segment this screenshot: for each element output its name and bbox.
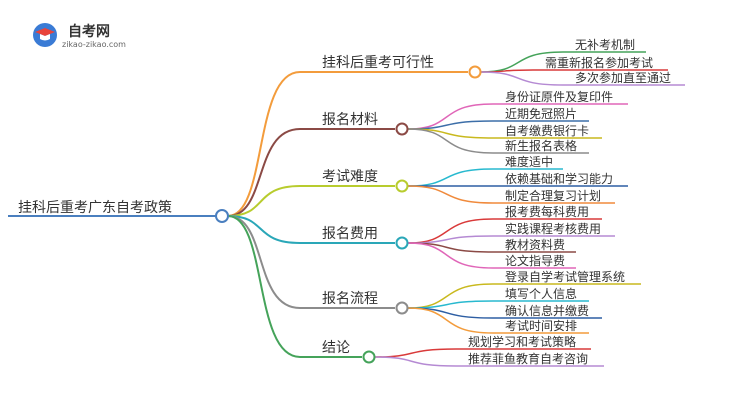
child-connector <box>407 128 494 154</box>
child-label: 制定合理复习计划 <box>505 188 601 203</box>
child-connector <box>480 71 564 86</box>
branch-node-circle <box>395 236 409 250</box>
child-label: 身份证原件及复印件 <box>505 89 613 104</box>
branch-label-5: 报名流程 <box>322 291 378 307</box>
logo-name: 自考网 <box>68 24 110 40</box>
logo-url: zikao-zikao.com <box>62 40 126 49</box>
root-node-circle <box>215 209 229 223</box>
branch-node-circle <box>395 179 409 193</box>
branch-connector <box>227 71 301 217</box>
branch-connector <box>227 215 301 244</box>
branch-node-circle <box>468 65 482 79</box>
branch-connector <box>227 128 301 217</box>
child-label: 考试时间安排 <box>505 318 577 333</box>
branch-connector <box>227 215 301 358</box>
child-connector <box>407 103 494 130</box>
child-label: 报考费每科费用 <box>505 204 589 219</box>
child-label: 论文指导费 <box>505 253 565 268</box>
graduation-cap-logo-icon <box>33 23 57 47</box>
child-connector <box>407 168 494 187</box>
child-label: 新生报名表格 <box>505 138 577 153</box>
branch-connector <box>227 215 301 309</box>
child-label: 教材资料费 <box>505 237 565 252</box>
branch-node-circle <box>395 122 409 136</box>
child-label: 依赖基础和学习能力 <box>505 171 613 186</box>
child-label: 确认信息并缴费 <box>505 303 589 318</box>
child-label: 实践课程考核费用 <box>505 221 601 236</box>
child-label: 难度适中 <box>505 154 553 169</box>
branch-label-1: 挂科后重考可行性 <box>322 55 434 71</box>
branch-connector <box>227 185 301 217</box>
child-connector <box>374 356 457 367</box>
child-label: 填写个人信息 <box>505 286 577 301</box>
child-connector <box>407 307 494 334</box>
child-connector <box>407 242 494 269</box>
branch-label-6: 结论 <box>322 340 350 356</box>
branch-label-4: 报名费用 <box>322 226 378 242</box>
child-label: 自考缴费银行卡 <box>505 123 589 138</box>
child-label: 需重新报名参加考试 <box>545 55 653 70</box>
child-label: 近期免冠照片 <box>505 106 577 121</box>
child-label: 推荐菲鱼教育自考咨询 <box>468 351 588 366</box>
site-logo: 自考网 zikao-zikao.com <box>28 18 148 52</box>
child-label: 无补考机制 <box>575 38 635 52</box>
branch-node-circle <box>362 350 376 364</box>
root-node-label: 挂科后重考广东自考政策 <box>18 199 172 216</box>
child-connector <box>374 348 457 358</box>
branch-node-circle <box>395 301 409 315</box>
branch-label-2: 报名材料 <box>322 112 378 128</box>
child-label: 登录自学考试管理系统 <box>505 269 625 284</box>
child-label: 多次参加直至通过 <box>575 70 671 85</box>
branch-label-3: 考试难度 <box>322 169 378 185</box>
child-label: 规划学习和考试策略 <box>468 334 576 349</box>
child-connector <box>407 185 494 204</box>
